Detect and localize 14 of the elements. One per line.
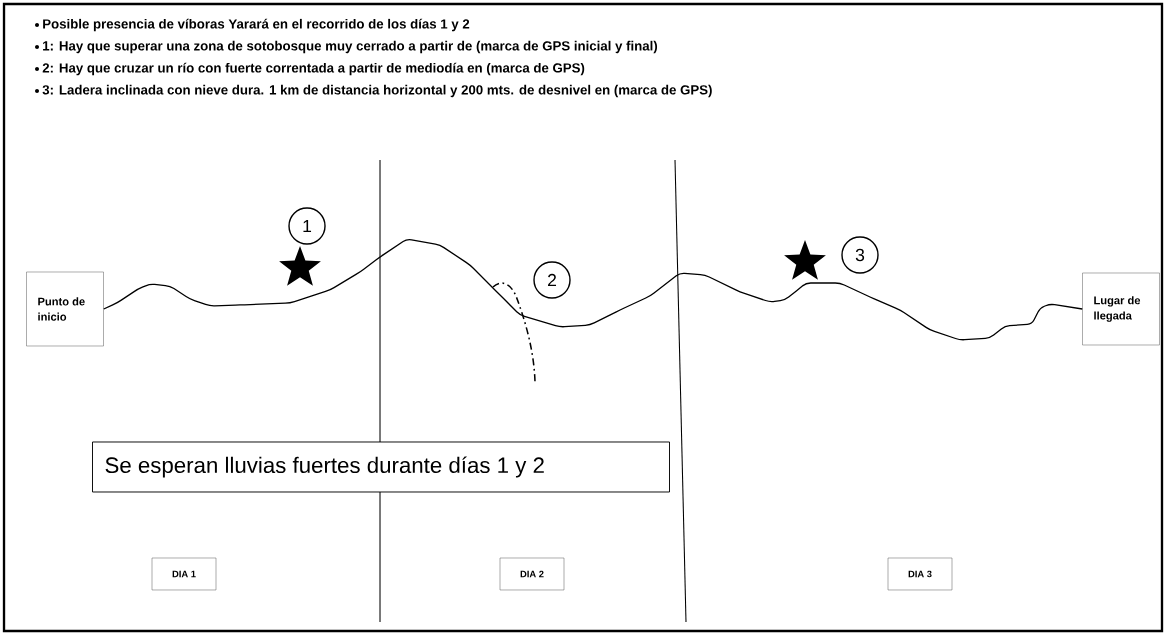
endpoint-box: Punto de inicio <box>26 271 104 347</box>
note-box: Se esperan lluvias fuertes durante días 1 y 2 <box>92 441 670 493</box>
circled-number: 1 <box>288 207 326 245</box>
bullet-note: 1: Hay que superar una zona de sotobosque muy cerrado a partir de (marca de GPS inicial y final) <box>43 40 658 54</box>
bullet-note: 3: Ladera inclinada con nieve dura. 1 km de distancia horizontal y 200 mts. de desnivel en (marca de GPS) <box>42 84 712 98</box>
day-box: DIA 3 <box>887 557 953 591</box>
circled-number: 3 <box>841 236 879 274</box>
bullet-note: 2: Hay que cruzar un río con fuerte correntada a partir de mediodía en (marca de GPS) <box>42 62 585 76</box>
day-box: DIA 2 <box>499 557 565 591</box>
circled-number: 2 <box>533 261 571 299</box>
day-box: DIA 1 <box>151 557 217 591</box>
endpoint-box: Lugar de llegada <box>1082 272 1160 346</box>
route-profile-line <box>103 239 1083 341</box>
bullet-note: Posible presencia de víboras Yarará en el recorrido de los días 1 y 2 <box>43 18 470 32</box>
